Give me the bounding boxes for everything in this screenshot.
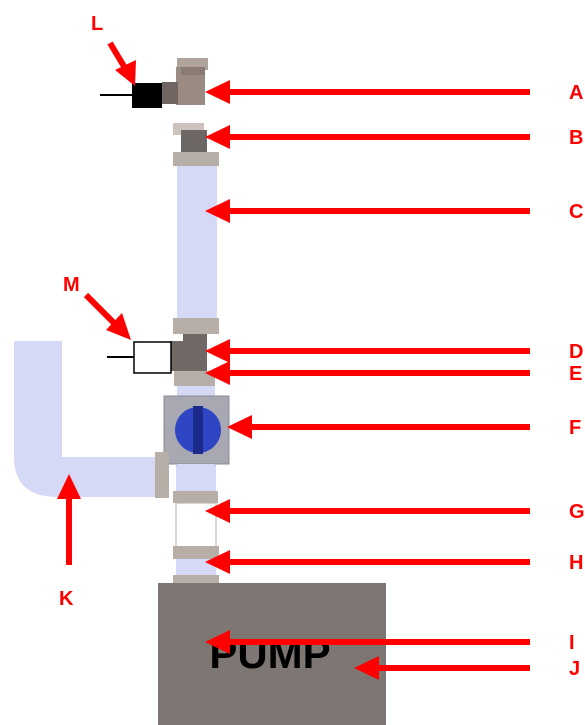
arrow-h xyxy=(205,550,530,574)
label-h: H xyxy=(569,552,583,574)
fitting-d-top-ring xyxy=(173,318,219,334)
arrow-l xyxy=(107,41,136,86)
label-a: A xyxy=(569,82,583,104)
label-l: L xyxy=(91,13,103,35)
fitting-d-side-port xyxy=(170,341,185,371)
arrow-k xyxy=(57,474,81,565)
arrow-c xyxy=(205,199,530,223)
fitting-e-ring xyxy=(174,371,215,386)
arrow-m xyxy=(83,292,131,340)
label-i: I xyxy=(569,632,575,654)
arrow-i xyxy=(205,630,530,654)
arrow-a xyxy=(205,80,530,104)
label-k: K xyxy=(59,588,74,610)
pipe-f-to-g xyxy=(177,464,215,491)
label-m: M xyxy=(63,274,80,296)
arrow-b xyxy=(205,125,530,149)
label-f: F xyxy=(569,417,581,439)
white-sensor-icon xyxy=(133,341,172,374)
arrow-d xyxy=(205,339,530,363)
label-g: G xyxy=(569,501,585,523)
label-d: D xyxy=(569,341,583,363)
black-sensor-icon xyxy=(132,83,162,108)
arrow-f xyxy=(227,415,530,439)
fitting-a-side-port xyxy=(162,82,178,104)
label-e: E xyxy=(569,363,582,385)
fitting-h-bottom-ring xyxy=(173,546,219,559)
fitting-b-collar xyxy=(177,166,217,180)
label-j: J xyxy=(569,658,580,680)
fitting-a-shadow xyxy=(181,67,205,75)
fitting-b-ring xyxy=(173,152,219,166)
fitting-b-body xyxy=(181,130,207,152)
valve-handle xyxy=(193,406,203,454)
fitting-h-side-ring xyxy=(155,452,169,498)
elbow-pipe-k xyxy=(14,341,156,497)
label-b: B xyxy=(569,127,583,149)
arrow-j xyxy=(354,656,530,680)
pump-body xyxy=(158,583,386,725)
arrow-e xyxy=(205,361,530,385)
arrow-g xyxy=(205,499,530,523)
fitting-g-ring xyxy=(173,491,218,503)
label-c: C xyxy=(569,201,583,223)
pipe-segment-upper xyxy=(177,180,217,320)
fitting-d-body xyxy=(183,334,207,374)
